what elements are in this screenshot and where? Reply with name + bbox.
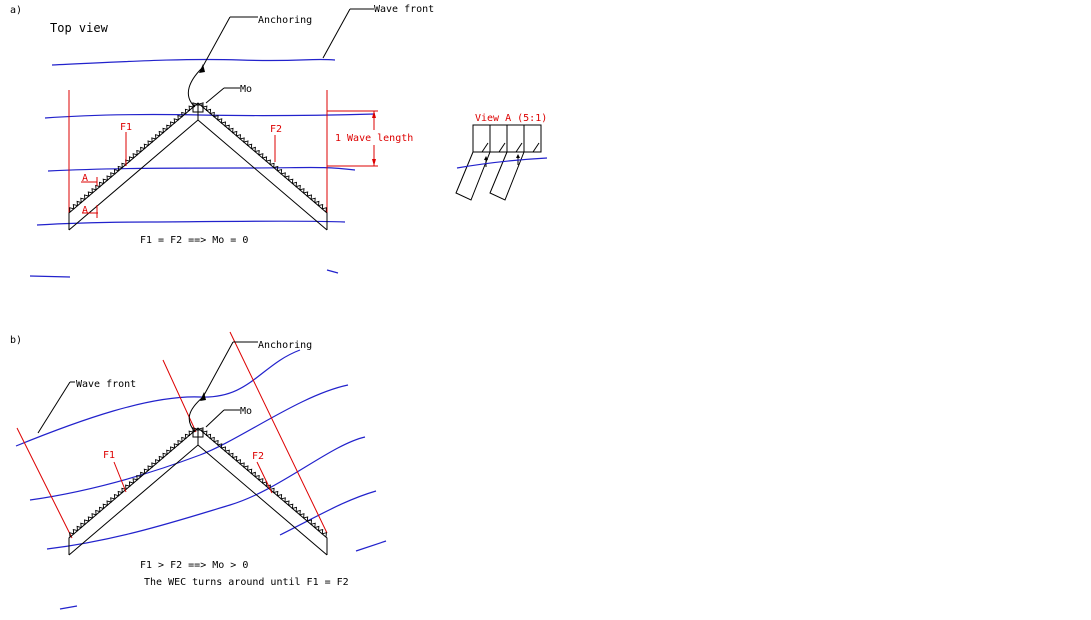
panel-a-label: a) xyxy=(10,5,22,16)
moment-label: Mo xyxy=(240,406,252,417)
wave-length-dimension: 1 Wave length xyxy=(327,110,413,167)
sawtooth-right xyxy=(198,102,327,213)
equation-b: F1 > F2 ==> Mo > 0 xyxy=(140,560,248,571)
force-left-label: F1 xyxy=(120,122,132,133)
anchoring-leader xyxy=(187,16,231,108)
wave-lines-b xyxy=(15,349,387,610)
wave-line xyxy=(51,58,336,66)
wave-line xyxy=(355,540,387,552)
moment-leader xyxy=(205,87,225,104)
force-right-label: F2 xyxy=(252,451,264,462)
anchoring-arrow xyxy=(200,392,206,401)
panel-a: a) Top view Anchoring xyxy=(10,4,434,278)
detail-title: View A (5:1) xyxy=(475,113,547,124)
anchoring-label: Anchoring xyxy=(258,15,312,26)
wave-front-leader xyxy=(37,381,71,434)
anchor-block xyxy=(192,429,204,438)
device-inner xyxy=(68,119,328,231)
slant-line xyxy=(16,427,73,539)
panel-a-title: Top view xyxy=(50,21,109,35)
wave-line xyxy=(44,113,376,119)
detail-arrowhead xyxy=(516,154,520,158)
force-left-label: F1 xyxy=(103,450,115,461)
device-outer xyxy=(68,427,328,555)
red-slants-b xyxy=(16,331,328,539)
detail-leg xyxy=(489,151,525,201)
sawtooth-left xyxy=(69,427,198,538)
wave-line xyxy=(29,384,349,501)
dim-arrow-down xyxy=(372,159,376,166)
sawtooth-right xyxy=(198,427,327,538)
panel-b: b) Anchoring xyxy=(10,331,387,610)
section-marker-bottom: A xyxy=(82,205,88,216)
detail-flap xyxy=(515,142,523,153)
wave-front-label: Wave front xyxy=(374,4,434,15)
wave-line xyxy=(47,166,356,172)
wave-lines-a xyxy=(29,58,376,278)
wave-line xyxy=(15,349,301,447)
equation-a: F1 = F2 ==> Mo = 0 xyxy=(140,235,248,246)
section-a-markers: A A xyxy=(81,173,98,218)
detail-leg xyxy=(455,151,491,201)
slant-line xyxy=(229,331,328,534)
force-right-label: F2 xyxy=(270,124,282,135)
wave-line xyxy=(326,269,339,274)
detail-flap xyxy=(532,142,540,153)
device-outer xyxy=(68,102,328,230)
wave-line xyxy=(279,490,377,536)
note-b: The WEC turns around until F1 = F2 xyxy=(144,577,349,588)
moment-label: Mo xyxy=(240,84,252,95)
wec-device-b xyxy=(68,427,328,556)
wave-length-label: 1 Wave length xyxy=(335,133,413,144)
wave-front-leader xyxy=(322,8,351,59)
detail-wave xyxy=(456,157,548,169)
anchoring-label: Anchoring xyxy=(258,340,312,351)
wave-line xyxy=(29,275,71,278)
detail-flap xyxy=(481,142,489,153)
wave-front-label: Wave front xyxy=(76,379,136,390)
panel-b-label: b) xyxy=(10,335,22,346)
wec-device-a xyxy=(68,102,328,231)
slant-line xyxy=(162,359,197,433)
detail-flap xyxy=(498,142,506,153)
red-verticals-a xyxy=(68,90,328,230)
section-marker-top: A xyxy=(82,173,88,184)
anchor-block xyxy=(192,104,204,113)
force-left-line xyxy=(113,461,127,493)
sawtooth-left xyxy=(69,102,198,213)
wave-line xyxy=(46,436,366,550)
force-right-line xyxy=(256,461,273,494)
anchoring-arrow xyxy=(199,64,205,73)
wave-line xyxy=(36,220,346,226)
wave-line xyxy=(59,605,78,610)
anchoring-leader xyxy=(188,341,234,433)
dim-arrow-up xyxy=(372,111,376,118)
moment-leader xyxy=(205,409,225,428)
detail-view-a: View A (5:1) xyxy=(455,113,548,201)
